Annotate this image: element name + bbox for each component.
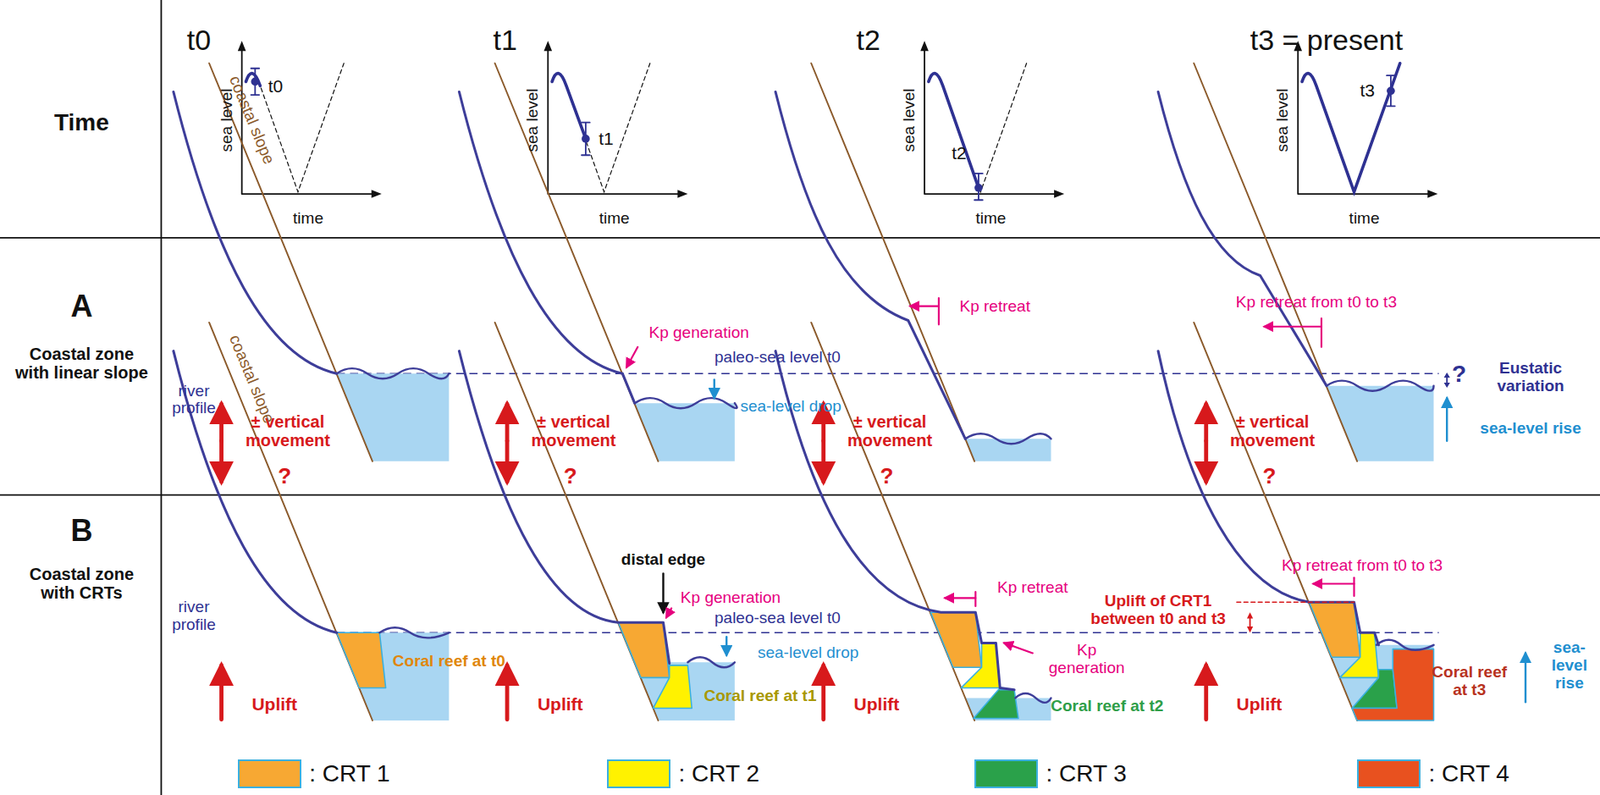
diagram-label: time [1349, 209, 1380, 227]
diagram-label: ± vertical movement [231, 412, 345, 450]
diagram-label: A [70, 289, 93, 324]
diagram-label: ? [880, 463, 894, 488]
diagram-label: ? [1451, 361, 1467, 388]
diagram-label: Coral reef at t1 [703, 687, 817, 706]
diagram-label: t0 [268, 77, 284, 97]
diagram-label: Coral reef at t0 [392, 652, 506, 671]
diagram-label: Kp retreat [960, 297, 1031, 315]
diagram-label: Kp generation [648, 323, 749, 342]
diagram-label: ± vertical movement [517, 412, 630, 450]
diagram-label: t0 [187, 25, 211, 57]
diagram-label: Coastal zone with linear slope [10, 344, 154, 382]
legend-swatch [606, 759, 671, 789]
diagram-label: paleo-sea level t0 [714, 347, 841, 366]
diagram-label: Kp retreat from t0 to t3 [1281, 556, 1443, 574]
legend-text: : CRT 1 [308, 760, 390, 788]
diagram-label: Kp retreat [997, 579, 1068, 597]
diagram-label: time [292, 209, 324, 227]
diagram-label: sea-level drop [757, 644, 859, 663]
diagram-label: paleo-sea level t0 [714, 609, 841, 628]
legend-swatch [237, 759, 302, 789]
diagram-label: t3 = present [1250, 25, 1404, 57]
diagram-label: river profile [158, 598, 230, 635]
diagram-label: Uplift [1236, 694, 1283, 714]
diagram-label: Kp generation [680, 589, 781, 607]
diagram-label: Uplift [537, 694, 584, 714]
diagram-label: time [975, 209, 1006, 227]
diagram-label: B [70, 513, 93, 548]
diagram-label: sea-level rise [1479, 419, 1581, 438]
legend-swatch [974, 759, 1038, 789]
diagram-label: time [599, 209, 630, 227]
diagram-label: ± vertical movement [833, 412, 947, 450]
diagram-label: Uplift [251, 694, 298, 714]
diagram-label: Uplift of CRT1 between t0 and t3 [1081, 592, 1236, 629]
diagram-label: ? [277, 463, 292, 488]
diagram-label: Eustatic variation [1474, 359, 1588, 396]
diagram-label: distal edge [621, 550, 706, 569]
diagram-label: ± vertical movement [1216, 412, 1330, 450]
legend-text: : CRT 3 [1045, 760, 1126, 788]
legend-swatch [1357, 759, 1421, 789]
diagram-label: Uplift [854, 694, 900, 714]
legend-text: : CRT 2 [678, 760, 760, 788]
diagram-label: t1 [598, 128, 614, 149]
diagram-label: Coral reef at t2 [1050, 697, 1164, 716]
diagram-label: t3 [1359, 81, 1375, 101]
diagram-label: ? [563, 463, 578, 488]
diagram-label: Coral reef at t3 [1428, 663, 1510, 700]
diagram-label: Coastal zone with CRTs [10, 564, 154, 602]
diagram-label: Kp generation [1040, 641, 1132, 678]
diagram-label: sea-level drop [739, 397, 841, 415]
legend-text: : CRT 4 [1428, 760, 1510, 788]
diagram-label: ? [1263, 463, 1277, 488]
diagram-label: Kp retreat from t0 to t3 [1235, 292, 1397, 311]
diagram-label: sea level [524, 88, 542, 153]
diagram-label: t2 [951, 143, 967, 163]
diagram-label: sea-level rise [1539, 639, 1600, 693]
diagram-label: Time [54, 109, 110, 136]
diagram-label: t2 [856, 25, 881, 57]
diagram-label: river profile [158, 382, 230, 419]
diagram-label: sea level [1274, 88, 1292, 153]
diagram-label: t1 [492, 25, 517, 57]
diagram-label: sea level [900, 88, 919, 153]
